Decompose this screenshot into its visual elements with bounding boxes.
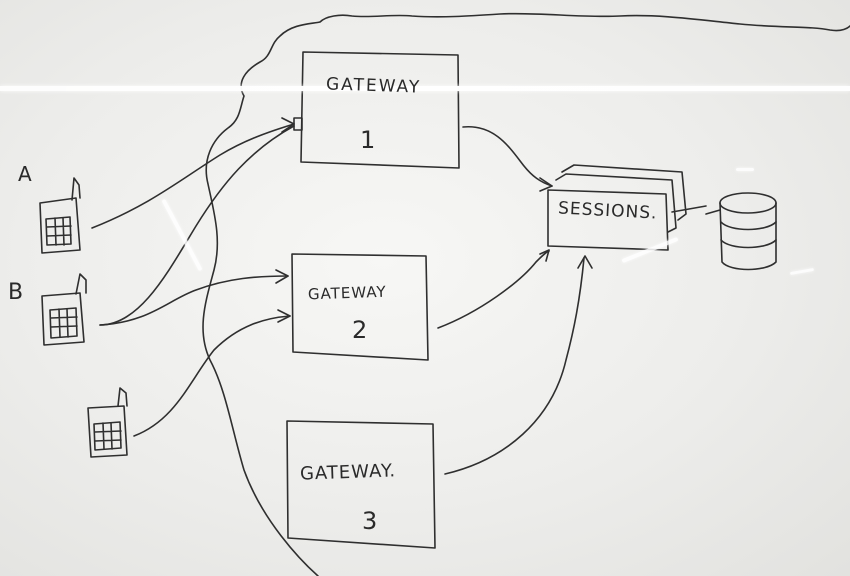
gateway-3-box [286, 420, 436, 549]
gateway-3-number: 3 [362, 507, 378, 535]
gateway-2-title: GATEWAY [307, 282, 387, 304]
client-a-label: A [18, 162, 32, 186]
sessions-card-back-1 [555, 173, 677, 233]
light-glare [0, 86, 850, 91]
phone-a-icon [39, 177, 81, 254]
arrow-b-to-gateway-2 [99, 275, 289, 326]
gateway-2-box [291, 253, 429, 361]
gateway-2-number: 2 [352, 316, 368, 344]
gateway-1-port [293, 117, 303, 131]
phone-c-icon [87, 387, 128, 458]
arrow-gateway-1-to-sessions [462, 126, 553, 187]
glare-streak [736, 168, 754, 171]
gateway-1-title: GATEWAY [325, 74, 422, 98]
sessions-to-database-link [671, 205, 707, 213]
arrow-b-to-gateway-1 [99, 125, 295, 326]
arrow-c-to-gateway-2 [133, 315, 291, 437]
phone-b-icon [41, 273, 87, 346]
gateway-1-box [300, 51, 460, 169]
database-icon [705, 192, 777, 271]
arrow-gateway-3-to-sessions [444, 257, 585, 475]
gateway-3-title: GATEWAY. [299, 460, 397, 485]
gateway-1-number: 1 [360, 126, 376, 154]
sessions-box [547, 189, 669, 251]
sessions-card-back-2 [561, 164, 687, 221]
cloud-boundary [202, 12, 850, 576]
arrow-a-to-gateway-1 [91, 123, 295, 229]
arrow-gateway-2-to-sessions [437, 250, 550, 329]
client-b-label: B [8, 280, 24, 305]
